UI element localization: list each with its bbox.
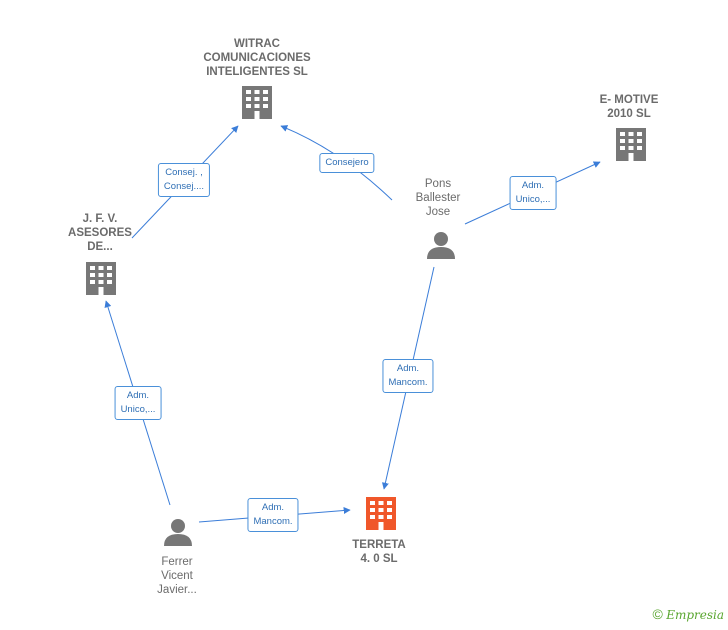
person-icon-ferrer[interactable] — [164, 519, 192, 546]
edge-label-jfv-witrac[interactable]: Consej. , Consej.... — [157, 163, 211, 197]
building-icon-jfv[interactable] — [86, 262, 116, 295]
edge-label-pons-witrac[interactable]: Consejero — [319, 153, 375, 173]
edge-label-pons-terreta[interactable]: Adm. Mancom. — [382, 359, 434, 393]
footer-brand: © Empresia — [653, 606, 724, 622]
building-icon-terreta[interactable] — [366, 497, 396, 530]
building-icon-emotive[interactable] — [616, 128, 646, 161]
building-icon-witrac[interactable] — [242, 86, 272, 119]
node-label-ferrer[interactable]: Ferrer Vicent Javier... — [157, 556, 197, 596]
node-label-terreta[interactable]: TERRETA 4. 0 SL — [352, 539, 406, 565]
edge-label-ferrer-jfv[interactable]: Adm. Unico,... — [114, 386, 162, 420]
node-label-witrac[interactable]: WITRAC COMUNICACIONES INTELIGENTES SL — [203, 38, 311, 78]
edge-label-pons-emotive[interactable]: Adm. Unico,... — [509, 176, 557, 210]
person-icon-pons[interactable] — [427, 232, 455, 259]
edge-label-ferrer-terreta[interactable]: Adm. Mancom. — [247, 498, 299, 532]
node-label-emotive[interactable]: E- MOTIVE 2010 SL — [599, 94, 659, 120]
brand-logo: Empresia — [666, 608, 724, 622]
node-label-pons[interactable]: Pons Ballester Jose — [415, 178, 461, 218]
copyright-icon: © — [652, 606, 663, 622]
node-label-jfv[interactable]: J. F. V. ASESORES DE... — [68, 213, 132, 253]
